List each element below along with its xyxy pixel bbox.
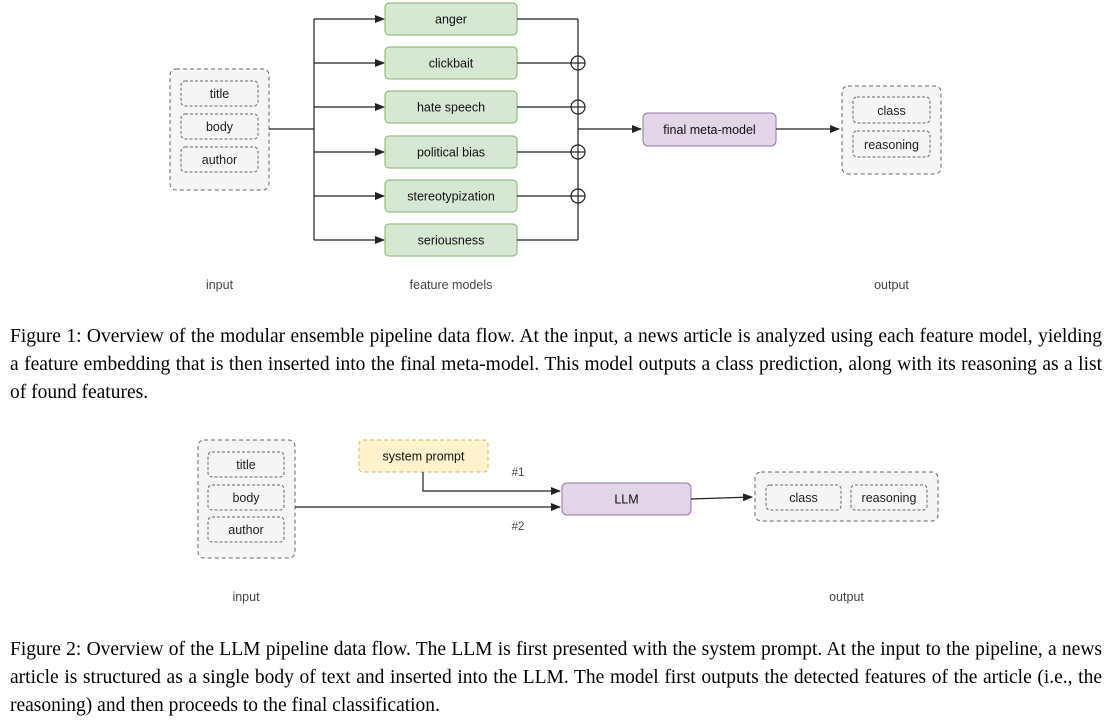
f2-output-class: class (789, 491, 817, 505)
f1-input-author-box: author (180, 146, 259, 173)
f1-meta-model-label: final meta-model (663, 123, 755, 137)
f2-input-body-box: body (207, 484, 285, 511)
f1-feature-political-bias: political bias (314, 135, 578, 169)
f2-input-title: title (236, 458, 256, 472)
f2-input-body: body (232, 491, 260, 505)
f1-label-output: output (874, 278, 909, 292)
f2-output-class-box: class (765, 484, 842, 511)
f2-edge-label-1: #1 (512, 467, 525, 479)
f2-label-output: output (829, 590, 864, 604)
f1-feature-clickbait: clickbait (314, 46, 578, 80)
concat-icon (570, 55, 586, 204)
figure-1: title body author anger (169, 2, 942, 292)
f1-feature-label: hate speech (417, 101, 485, 115)
f1-output-class-box: class (852, 96, 931, 124)
f2-output-reasoning: reasoning (862, 491, 917, 505)
f1-label-input: input (206, 278, 234, 292)
f2-input-author: author (228, 523, 263, 537)
f1-input-body-box: body (180, 113, 259, 140)
f1-output-reasoning: reasoning (864, 138, 919, 152)
f2-arrow-to-output (690, 493, 753, 502)
f1-input-author: author (202, 153, 237, 167)
f2-input-author-box: author (207, 516, 285, 543)
f1-input-title: title (210, 87, 230, 101)
f2-edge-label-2: #2 (512, 521, 525, 533)
f1-feature-label: stereotypization (407, 190, 495, 204)
f1-output-class: class (877, 104, 905, 118)
f1-feature-stereotypization: stereotypization (314, 179, 578, 213)
f1-feature-anger: anger (314, 2, 578, 36)
f1-feature-hate-speech: hate speech (314, 90, 578, 124)
f1-feature-seriousness: seriousness (314, 223, 578, 257)
f1-label-feature-models: feature models (410, 278, 493, 292)
f1-output-reasoning-box: reasoning (852, 130, 931, 158)
figure-2-caption: Figure 2: Overview of the LLM pipeline d… (10, 639, 1102, 716)
figure-1-caption: Figure 1: Overview of the modular ensemb… (10, 326, 1102, 403)
f2-label-input: input (232, 590, 260, 604)
f1-feature-label: clickbait (429, 57, 474, 71)
f2-output-reasoning-box: reasoning (850, 484, 928, 511)
f2-edge-prompt-to-llm (422, 472, 561, 495)
f1-input-body: body (206, 120, 234, 134)
f1-feature-label: anger (435, 13, 467, 27)
f1-feature-label: seriousness (418, 234, 485, 248)
f2-system-prompt-label: system prompt (383, 450, 465, 464)
f1-feature-label: political bias (417, 146, 485, 160)
f2-input-title-box: title (207, 451, 285, 478)
f1-input-title-box: title (180, 80, 259, 107)
figure-2: title body author system prompt #1 #2 LL… (197, 439, 939, 604)
f2-llm-label: LLM (614, 493, 638, 507)
